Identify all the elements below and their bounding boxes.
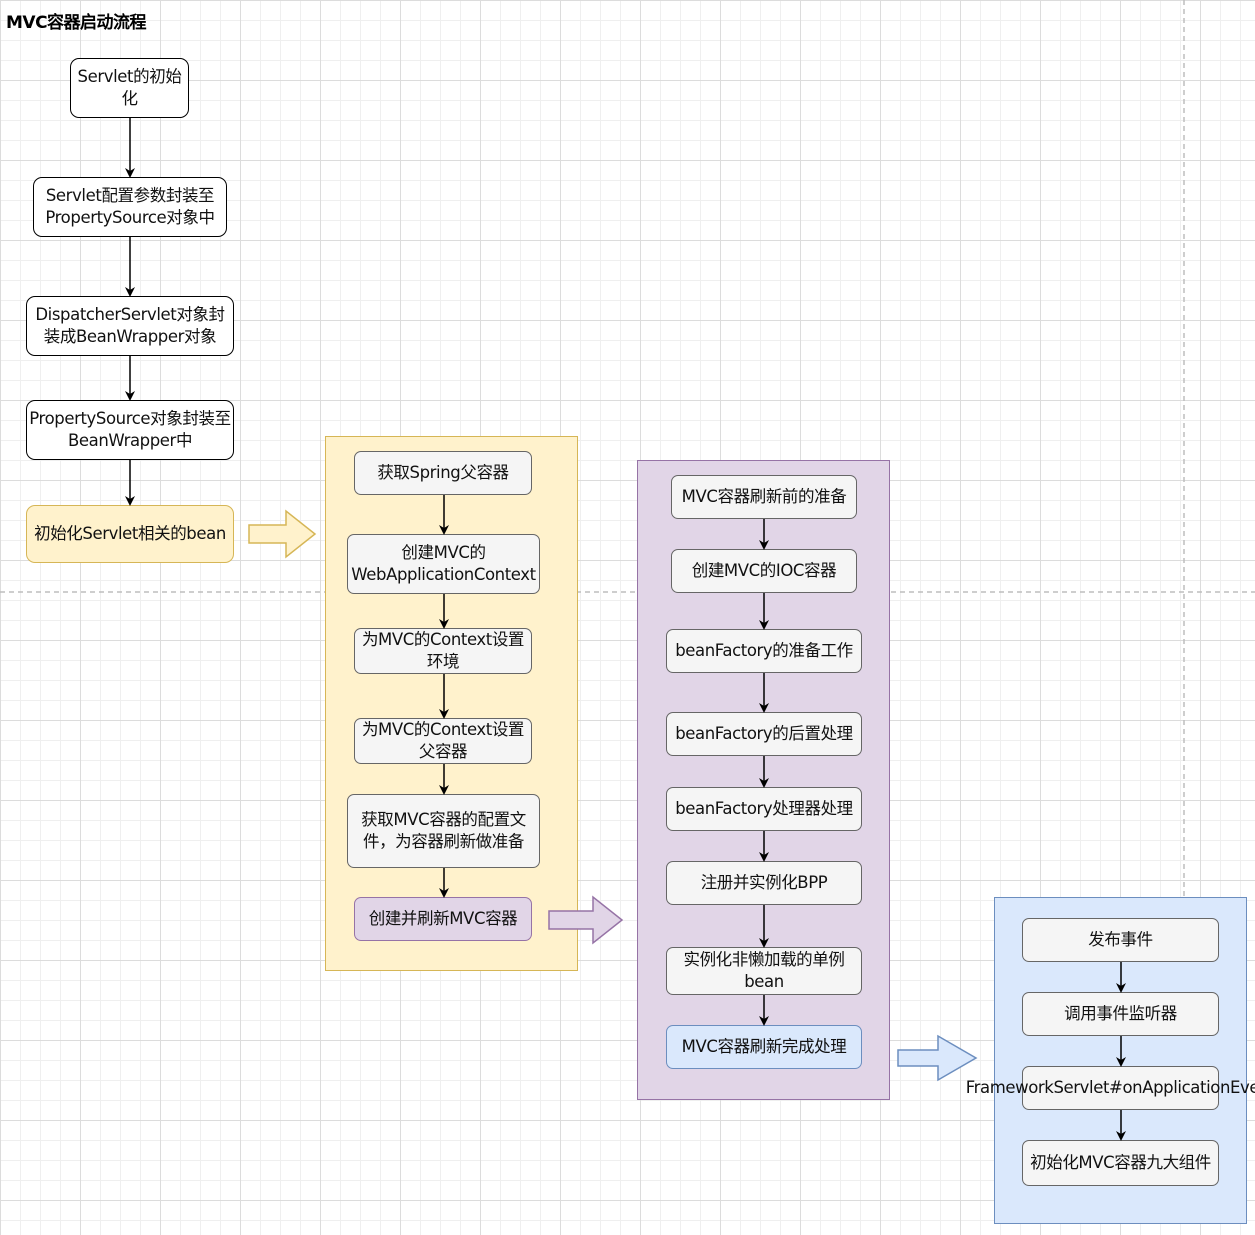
block-arrow-yellow (248, 509, 317, 559)
diagram-title: MVC容器启动流程 (6, 13, 147, 33)
block-arrow-purple (548, 895, 624, 945)
step-create-mvc-web-application-context[interactable]: 创建MVC的WebApplicationContext (347, 534, 540, 594)
step-get-spring-parent-container[interactable]: 获取Spring父容器 (354, 451, 532, 495)
step-get-mvc-config-file[interactable]: 获取MVC容器的配置文件，为容器刷新做准备 (347, 794, 540, 868)
step-publish-event[interactable]: 发布事件 (1022, 918, 1219, 962)
block-arrow-blue (897, 1034, 978, 1082)
panel-init-web-app-context (325, 436, 578, 971)
step-register-bpp[interactable]: 注册并实例化BPP (666, 861, 862, 905)
step-invoke-event-listener[interactable]: 调用事件监听器 (1022, 992, 1219, 1036)
step-init-servlet-bean[interactable]: 初始化Servlet相关的bean (26, 505, 234, 563)
step-prepare-bean-factory[interactable]: beanFactory的准备工作 (666, 629, 862, 673)
step-set-context-parent-container[interactable]: 为MVC的Context设置父容器 (354, 718, 532, 764)
step-post-process-bean-factory[interactable]: beanFactory的后置处理 (666, 712, 862, 756)
step-dispatcher-servlet-to-bean-wrapper[interactable]: DispatcherServlet对象封装成BeanWrapper对象 (26, 296, 234, 356)
step-create-and-refresh-mvc-container[interactable]: 创建并刷新MVC容器 (354, 897, 532, 941)
step-prepare-refresh[interactable]: MVC容器刷新前的准备 (671, 475, 857, 519)
step-instantiate-singletons[interactable]: 实例化非懒加载的单例bean (666, 947, 862, 995)
flow-arrows (125, 118, 1126, 1141)
step-set-context-environment[interactable]: 为MVC的Context设置环境 (354, 628, 532, 674)
step-property-source-to-bean-wrapper[interactable]: PropertySource对象封装至BeanWrapper中 (26, 400, 234, 460)
step-servlet-config-to-property-source[interactable]: Servlet配置参数封装至PropertySource对象中 (33, 177, 227, 237)
step-servlet-init[interactable]: Servlet的初始化 (70, 58, 189, 118)
step-framework-servlet-on-application-event[interactable]: FrameworkServlet#onApplicationEvent (966, 1066, 1255, 1110)
step-init-nine-components[interactable]: 初始化MVC容器九大组件 (1022, 1140, 1219, 1186)
